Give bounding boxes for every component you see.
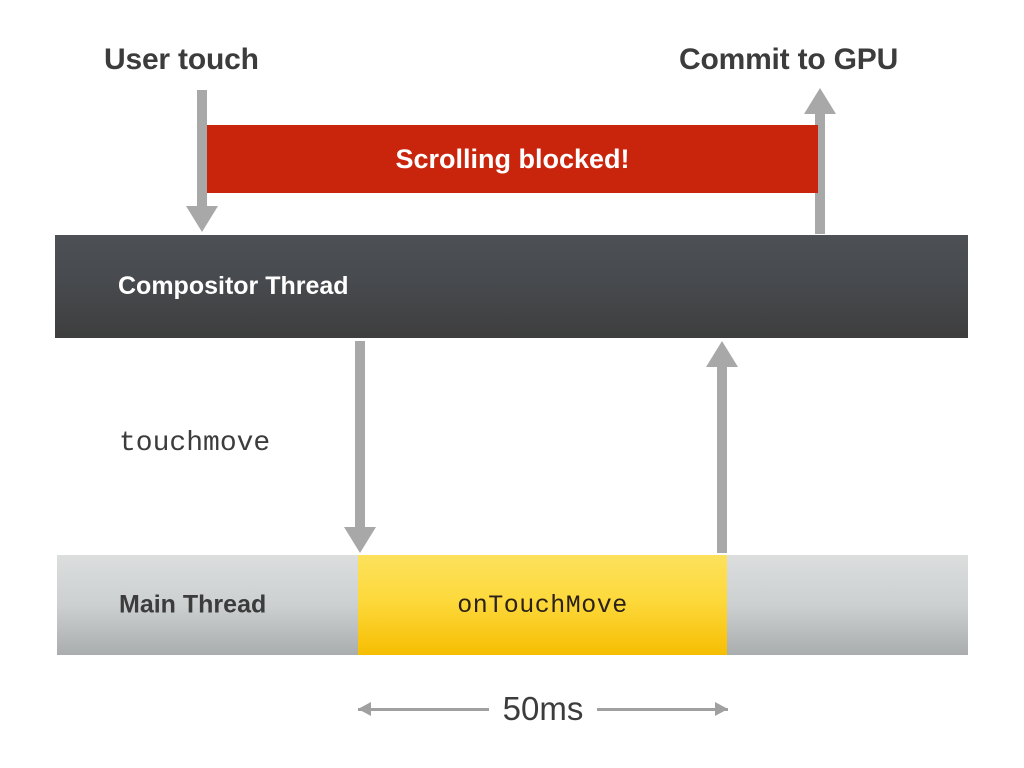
arrow-shaft xyxy=(815,114,825,234)
arrow-head-down xyxy=(186,206,218,232)
compositor-thread-label: Compositor Thread xyxy=(118,272,349,300)
arrow-head-left xyxy=(358,702,371,716)
touchmove-event-label: touchmove xyxy=(119,428,271,459)
commit-to-gpu-label: Commit to GPU xyxy=(679,43,899,76)
arrow-head-down xyxy=(344,527,376,553)
duration-value-label: 50ms xyxy=(502,690,584,727)
main-thread-lane: Main Thread onTouchMove xyxy=(57,555,968,655)
main-thread-return-up-arrow-icon xyxy=(702,341,742,553)
arrow-head-up xyxy=(804,88,836,114)
scrolling-blocked-label: Scrolling blocked! xyxy=(395,143,630,174)
commit-to-gpu-up-arrow-icon xyxy=(800,88,840,234)
duration-measure: 50ms xyxy=(358,683,729,735)
main-thread-label: Main Thread xyxy=(119,590,267,619)
arrow-shaft xyxy=(197,90,207,206)
ontouchmove-label: onTouchMove xyxy=(457,590,628,620)
user-touch-down-arrow-icon xyxy=(182,90,222,232)
arrow-shaft xyxy=(717,367,727,553)
arrow-shaft xyxy=(355,341,365,527)
user-touch-label: User touch xyxy=(104,43,259,76)
duration-arrow-right-icon xyxy=(597,698,729,720)
touchmove-dispatch-down-arrow-icon xyxy=(340,341,380,553)
arrow-head-right xyxy=(715,702,729,716)
measure-line xyxy=(358,707,489,711)
ontouchmove-task-block: onTouchMove xyxy=(358,555,727,655)
duration-arrow-left-icon xyxy=(358,698,489,720)
arrow-head-up xyxy=(706,341,738,367)
measure-line xyxy=(597,707,729,711)
scrolling-blocked-banner: Scrolling blocked! xyxy=(207,125,818,193)
compositor-thread-lane: Compositor Thread xyxy=(55,235,968,338)
